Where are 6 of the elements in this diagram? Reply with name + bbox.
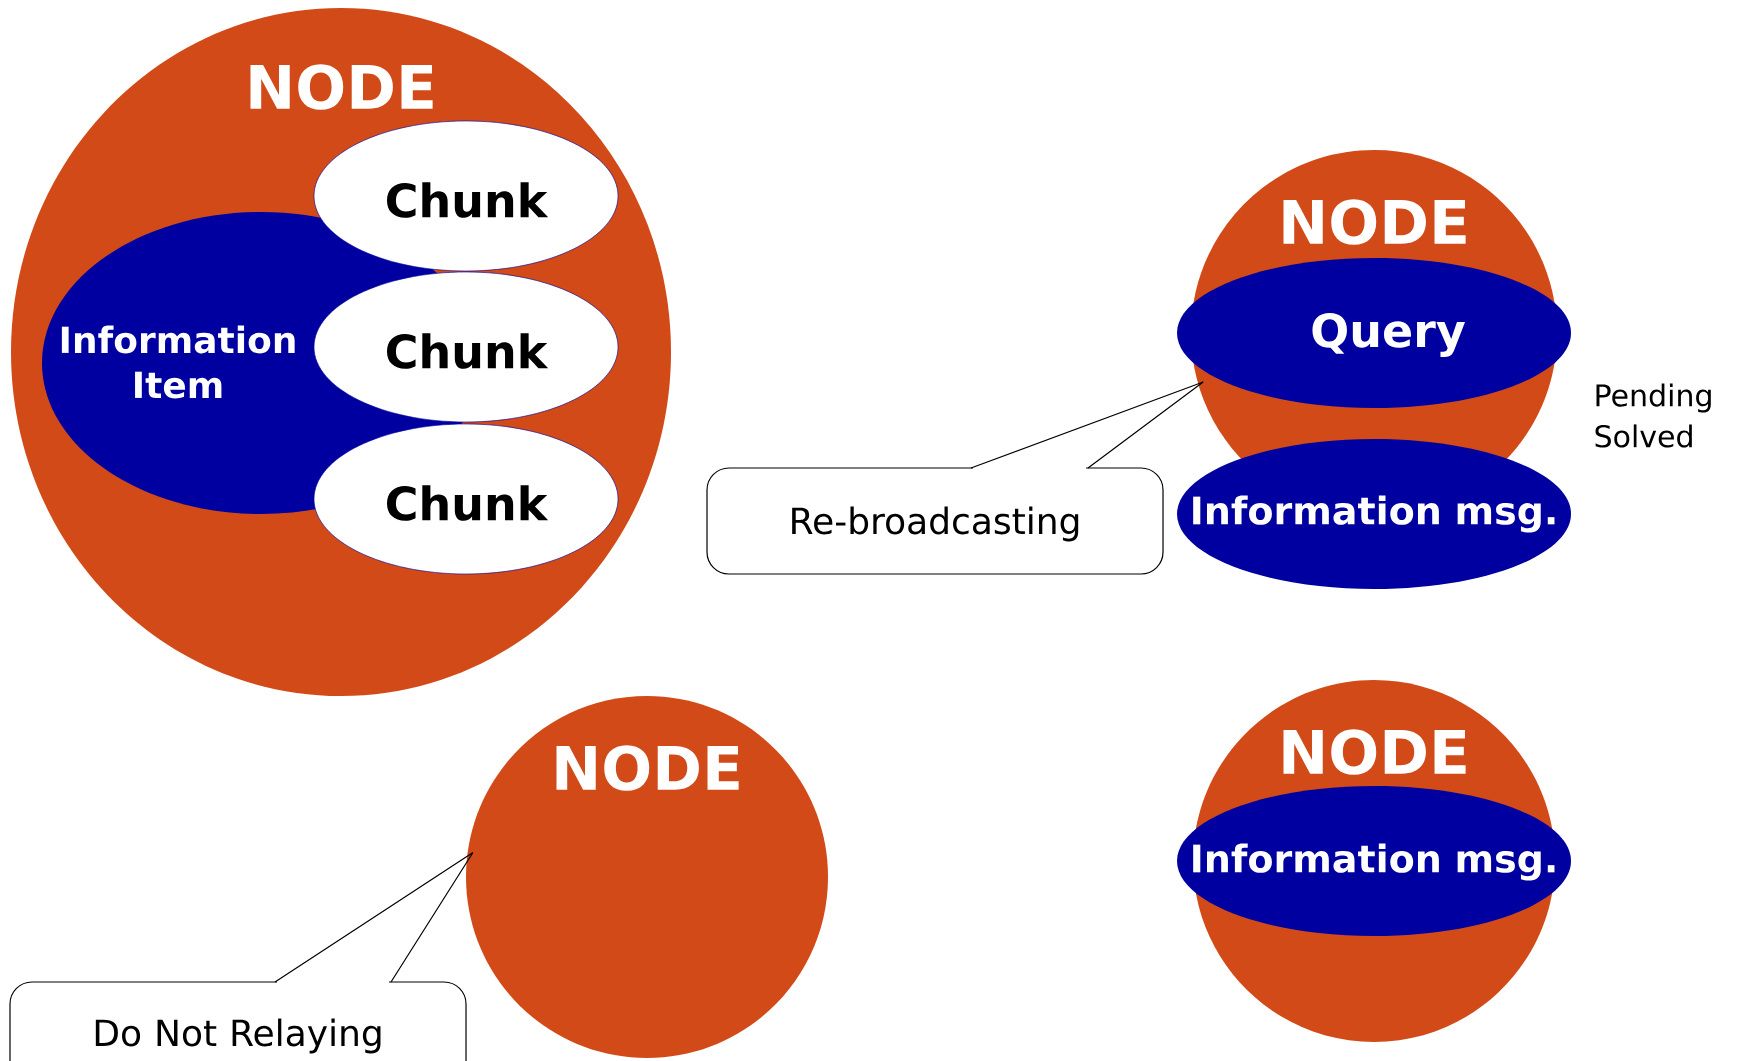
status-label: Pending (1596, 383, 1711, 413)
callout-tail (970, 381, 1204, 469)
callout-box: Do Not Relaying (9, 979, 467, 1061)
callout-tail (274, 851, 474, 983)
status-label: Solved (1595, 424, 1692, 448)
callout-box: Re-broadcasting (706, 465, 1164, 575)
